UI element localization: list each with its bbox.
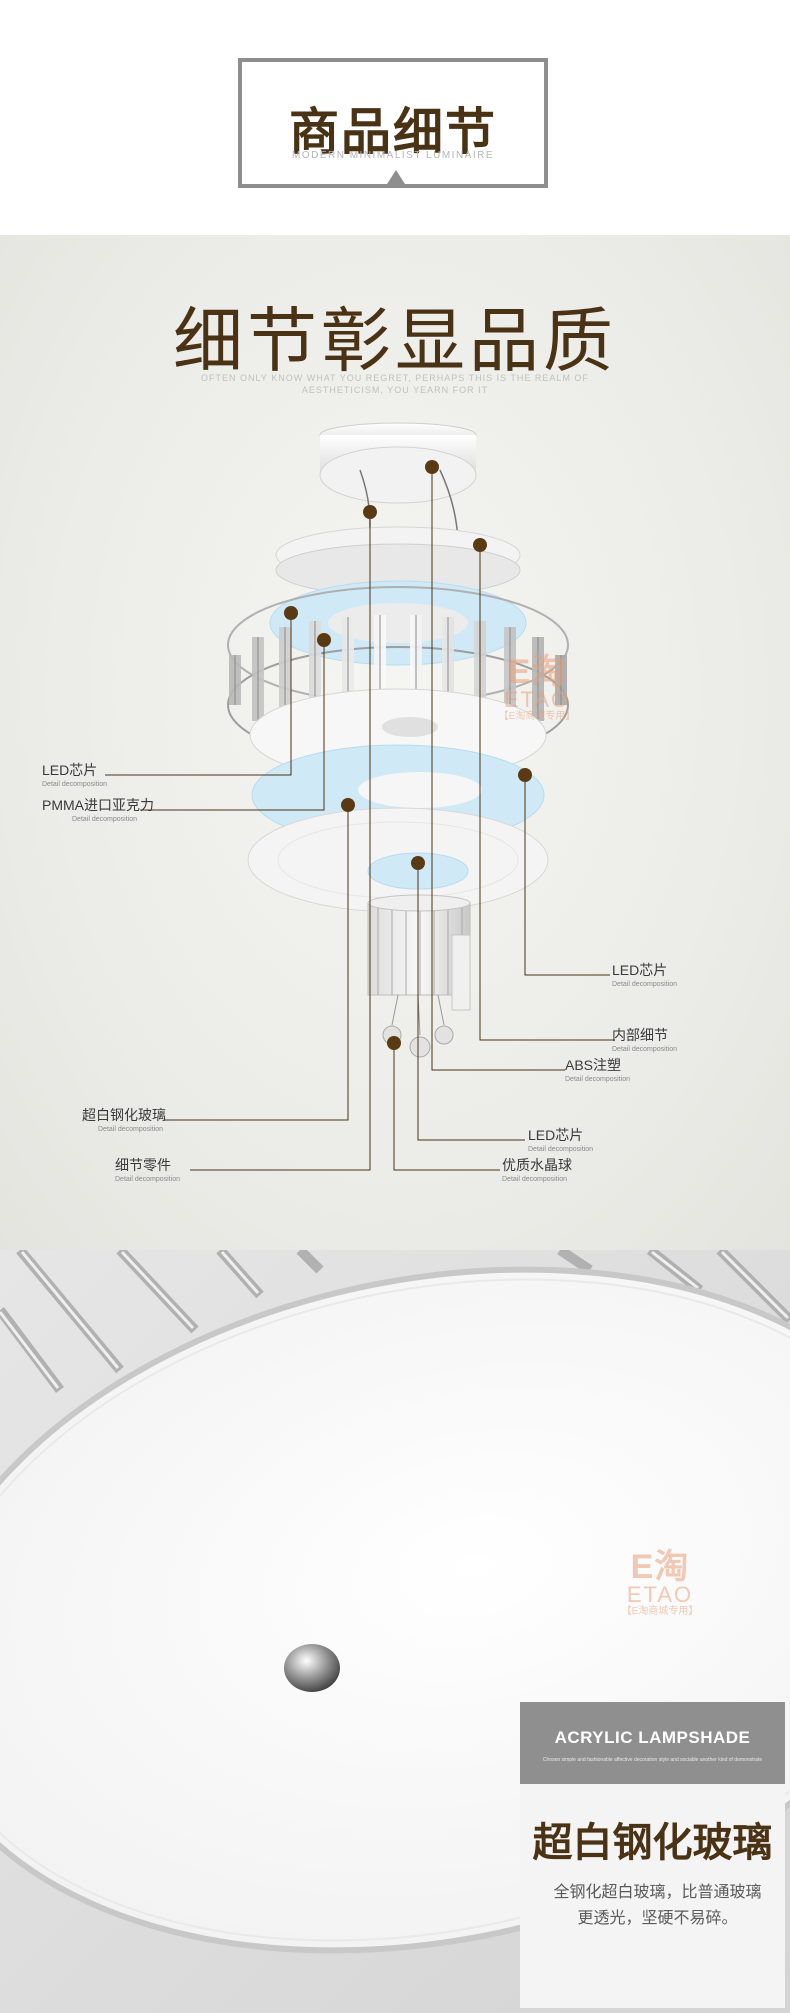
feature-description-line2: 更透光，坚硬不易碎。 <box>577 1910 738 1927</box>
feature-card: ACRYLIC LAMPSHADE Chosen simple and fash… <box>520 1702 785 2008</box>
title-frame: 商品细节 MODERN MINIMALIST LUMINAIRE <box>238 58 548 188</box>
callout-detail-parts: 细节零件 Detail decomposition <box>115 1157 180 1183</box>
diagram-title: 细节彰显品质 <box>173 300 617 382</box>
callout-led-chip-right-1: LED芯片 Detail decomposition <box>612 962 677 988</box>
callout-abs-molding: ABS注塑 Detail decomposition <box>565 1057 630 1083</box>
exploded-diagram-section: 细节彰显品质 OFTEN ONLY KNOW WHAT YOU REGRET, … <box>0 235 790 1250</box>
callout-crystal-ball: 优质水晶球 Detail decomposition <box>502 1157 572 1183</box>
crystal-cluster <box>367 894 471 1058</box>
section-title: 商品细节 <box>289 103 497 161</box>
ceiling-plate <box>319 446 477 504</box>
etao-watermark: E淘 ETAO 【E淘商城专用】 <box>498 653 576 722</box>
etao-watermark-closeup: E淘 ETAO 【E淘商城专用】 <box>621 1548 699 1617</box>
callout-pmma-acrylic: PMMA进口亚克力 Detail decomposition <box>42 797 154 823</box>
center-knob <box>284 1644 340 1692</box>
feature-card-title: ACRYLIC LAMPSHADE <box>554 1728 751 1747</box>
callout-tempered-glass: 超白钢化玻璃 Detail decomposition <box>82 1107 166 1133</box>
section-subtitle: MODERN MINIMALIST LUMINAIRE <box>292 150 494 161</box>
feature-heading: 超白钢化玻璃 <box>532 1820 773 1866</box>
header-section: 商品细节 MODERN MINIMALIST LUMINAIRE <box>0 0 790 235</box>
exploded-lamp-illustration <box>105 422 615 1171</box>
lampshade-closeup-section: E淘 ETAO 【E淘商城专用】 ACRYLIC LAMPSHADE Chose… <box>0 1250 790 2013</box>
feature-card-header: ACRYLIC LAMPSHADE Chosen simple and fash… <box>520 1702 785 1784</box>
feature-description-line1: 全钢化超白玻璃，比普通玻璃 <box>553 1884 762 1901</box>
callout-led-chip-right-2: LED芯片 Detail decomposition <box>528 1127 593 1153</box>
diagram-subtitle: OFTEN ONLY KNOW WHAT YOU REGRET, PERHAPS… <box>201 373 589 395</box>
callout-dots <box>284 460 532 1050</box>
callout-internal-detail: 内部细节 Detail decomposition <box>612 1027 677 1053</box>
callout-led-chip-left: LED芯片 Detail decomposition <box>42 762 107 788</box>
triangle-pointer-icon <box>387 170 405 184</box>
leader-lines <box>105 467 615 1171</box>
feature-card-subtitle: Chosen simple and fashionable affective … <box>542 1757 763 1763</box>
